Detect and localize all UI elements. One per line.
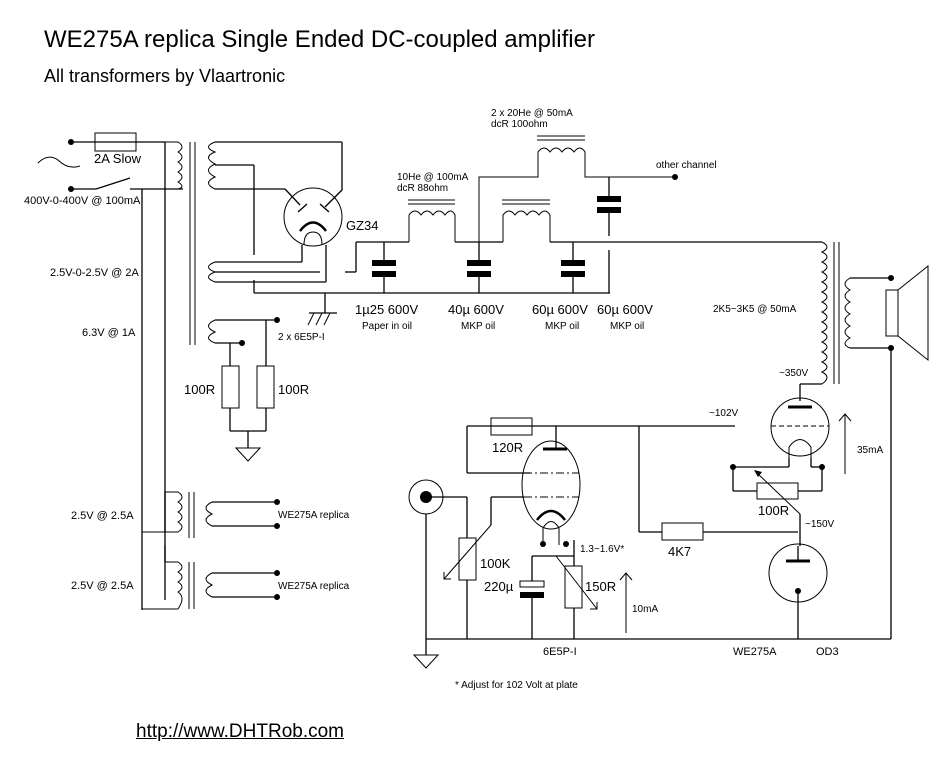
filament2-target: WE275A replica — [278, 581, 350, 592]
driver-stage: 120R 220µ 150R 1.3~1.6V* 10mA 4K7 — [443, 417, 798, 639]
other-channel-label: other channel — [656, 160, 717, 171]
adjust-note: * Adjust for 102 Volt at plate — [455, 680, 578, 691]
cathode-cap-label: 220µ — [484, 579, 514, 594]
filament-transformers: WE275A replica 2.5V @ 2.5A WE275A replic… — [71, 491, 350, 610]
website-link[interactable]: http://www.DHTRob.com — [136, 721, 344, 742]
cap2-type: MKP oil — [461, 321, 495, 332]
hum-pot — [756, 482, 799, 500]
mains-input: 2A Slow 400V-0-400V @ 100mA — [24, 132, 183, 610]
input-pot-label: 100K — [480, 556, 511, 571]
output-section: 2K5~3K5 @ 50mA ~350V — [713, 241, 929, 639]
feedback-resistor — [490, 417, 533, 436]
output-tube-label: WE275A — [733, 646, 777, 658]
feedback-resistor-label: 120R — [492, 440, 523, 455]
cap3-value: 60µ 600V — [532, 302, 588, 317]
driver-tube-label: 6E5P-I — [543, 646, 577, 658]
driver-current-label: 10mA — [632, 604, 658, 615]
coupling-resistor-label: 4K7 — [668, 544, 691, 559]
coupling-resistor — [661, 522, 704, 541]
filter-section: 10He @ 100mA dcR 88ohm 2 x 20He @ 50mA d… — [355, 108, 822, 332]
regulator-tube-label: OD3 — [816, 646, 839, 658]
ac-symbol-icon — [37, 156, 81, 168]
ground-icon — [412, 654, 440, 669]
cap3-type: MKP oil — [545, 321, 579, 332]
capacitor-3 — [561, 242, 585, 293]
output-transformer-primary — [820, 241, 828, 385]
driver-tube-6e5p — [521, 440, 581, 530]
heater-target-label: 2 x 6E5P-I — [278, 332, 325, 343]
rectifier-tube-gz34 — [283, 187, 343, 247]
heater-resistor-left-label: 100R — [184, 382, 215, 397]
speaker-icon — [885, 289, 899, 337]
power-switch — [95, 177, 131, 190]
driver-heater-section: 6.3V @ 1A 100R 100R 2 x 6E5P-I — [82, 317, 325, 462]
input-section: 100K — [408, 479, 891, 669]
heater-resistor-right-label: 100R — [278, 382, 309, 397]
choke2-label-2: dcR 100ohm — [491, 119, 548, 130]
cap2-value: 40µ 600V — [448, 302, 504, 317]
choke1 — [408, 210, 456, 242]
page-title: WE275A replica Single Ended DC-coupled a… — [44, 26, 595, 53]
rectifier-label: GZ34 — [346, 218, 379, 233]
cap1-value: 1µ25 600V — [355, 302, 418, 317]
plate-voltage-label: ~350V — [779, 368, 809, 379]
rectifier-heater-label: 2.5V-0-2.5V @ 2A — [50, 267, 139, 279]
cathode-bias-label: 1.3~1.6V* — [580, 544, 624, 555]
heater-resistor-right — [256, 365, 275, 409]
cathode-voltage-label: ~150V — [805, 519, 835, 530]
capacitor-1 — [372, 242, 396, 293]
output-tube: ~102V 100R ~150V 35mA — [709, 397, 883, 546]
output-transformer-label: 2K5~3K5 @ 50mA — [713, 304, 797, 315]
grid-voltage-label: ~102V — [709, 408, 739, 419]
cathode-resistor-label: 150R — [585, 579, 616, 594]
page-subtitle: All transformers by Vlaartronic — [44, 66, 286, 86]
filament1-label: 2.5V @ 2.5A — [71, 510, 134, 522]
capacitor-2 — [467, 242, 491, 293]
heater-6v3-label: 6.3V @ 1A — [82, 327, 136, 339]
filament1-target: WE275A replica — [278, 510, 350, 521]
heater-resistor-left — [221, 365, 240, 409]
cap4-value: 60µ 600V — [597, 302, 653, 317]
choke1-label-1: 10He @ 100mA — [397, 172, 469, 183]
ground-icon — [234, 447, 262, 462]
fuse-label: 2A Slow — [94, 151, 142, 166]
choke2-label-1: 2 x 20He @ 50mA — [491, 108, 573, 119]
choke2 — [478, 147, 675, 242]
hum-pot-label: 100R — [758, 503, 789, 518]
regulator-tube — [768, 543, 828, 639]
filament2-label: 2.5V @ 2.5A — [71, 580, 134, 592]
rectifier-section: GZ34 2.5V-0-2.5V @ 2A — [50, 141, 610, 326]
cap4-type: MKP oil — [610, 321, 644, 332]
cap1-type: Paper in oil — [362, 321, 412, 332]
fuse — [94, 132, 137, 152]
mains-secondary-label: 400V-0-400V @ 100mA — [24, 195, 141, 207]
output-current-label: 35mA — [857, 445, 883, 456]
choke1-label-2: dcR 88ohm — [397, 183, 448, 194]
